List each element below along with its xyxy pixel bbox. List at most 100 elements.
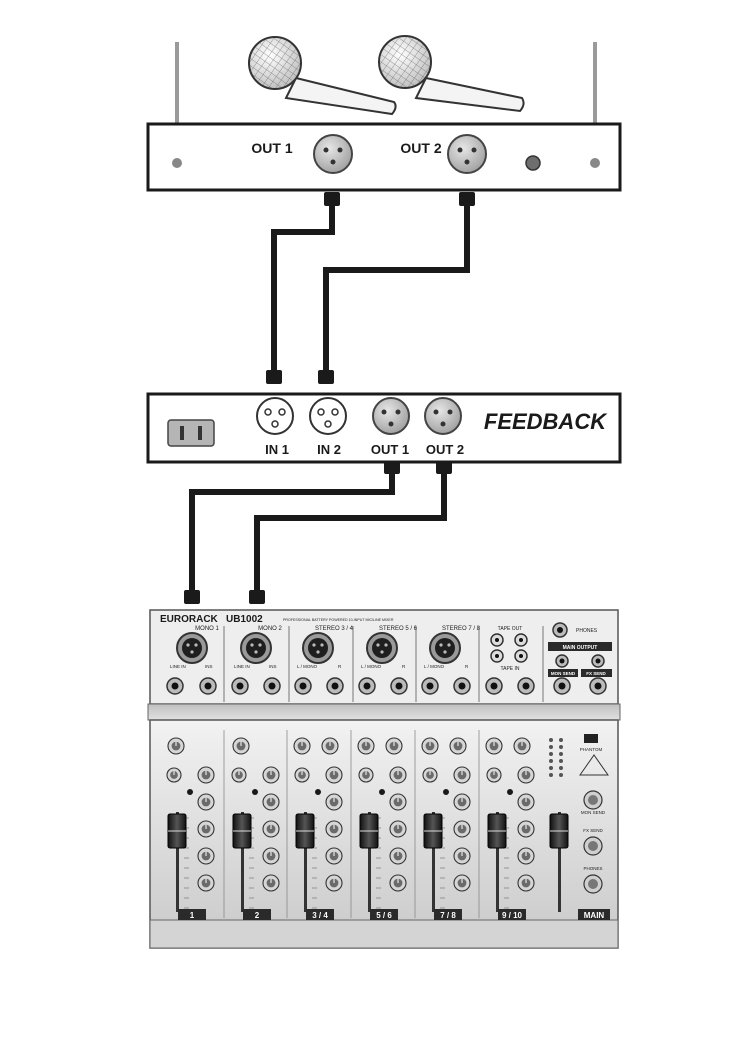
jack[interactable]	[358, 677, 376, 695]
jack[interactable]	[485, 677, 503, 695]
eq-knob-2[interactable]	[389, 793, 407, 811]
eq-knob-4[interactable]	[453, 847, 471, 865]
eq-knob-4[interactable]	[517, 847, 535, 865]
feedback-in1-xlr-jack[interactable]	[256, 397, 294, 435]
mixer-ch7-xlr-jack[interactable]	[429, 632, 461, 664]
jack[interactable]	[553, 677, 571, 695]
eq-knob-5[interactable]	[325, 874, 343, 892]
channel-fader[interactable]	[423, 813, 443, 849]
eq-knob-5[interactable]	[517, 874, 535, 892]
eq-knob-3[interactable]	[197, 820, 215, 838]
eq-knob-4[interactable]	[389, 847, 407, 865]
eq-knob-4[interactable]	[262, 847, 280, 865]
power-socket[interactable]	[167, 419, 215, 447]
line-in-label-1: LINE IN	[170, 664, 186, 669]
eq-knob-4[interactable]	[325, 847, 343, 865]
eq-knob-2[interactable]	[197, 793, 215, 811]
channel-fader[interactable]	[167, 813, 187, 849]
mixer-mono2-xlr-jack[interactable]	[240, 632, 272, 664]
eq-knob-1[interactable]	[325, 766, 343, 784]
mon-send-label: MON SEND	[551, 671, 576, 676]
gain-knob-right[interactable]	[385, 737, 403, 755]
jack[interactable]	[326, 677, 344, 695]
feedback-in2-xlr-jack[interactable]	[309, 397, 347, 435]
jack[interactable]	[231, 677, 249, 695]
mixer-mono1-xlr-jack[interactable]	[176, 632, 208, 664]
eq-knob-4[interactable]	[197, 847, 215, 865]
eq-knob-3[interactable]	[453, 820, 471, 838]
feedback-out2-label: OUT 2	[426, 442, 464, 457]
gain-knob[interactable]	[232, 737, 250, 755]
mixer-model: UB1002	[226, 614, 263, 625]
feedback-out2-xlr-jack[interactable]	[424, 397, 462, 435]
mixer-ch5-xlr-jack[interactable]	[366, 632, 398, 664]
gain-knob-left[interactable]	[485, 737, 503, 755]
jack[interactable]	[589, 677, 607, 695]
phones-knob[interactable]	[583, 874, 603, 894]
gain-knob-right[interactable]	[321, 737, 339, 755]
pan-knob[interactable]	[231, 767, 247, 783]
main-fader[interactable]	[549, 813, 569, 849]
input-label-5: STEREO 7 / 8	[442, 626, 481, 632]
gain-knob-left[interactable]	[357, 737, 375, 755]
microphone-1	[248, 36, 397, 116]
tape-rca-jacks[interactable]	[490, 633, 528, 663]
channel-label: 1	[190, 911, 195, 920]
channel-fader[interactable]	[359, 813, 379, 849]
channel-fader[interactable]	[295, 813, 315, 849]
mixer-subtitle: PROFESSIONAL BATTERY POWERED 10-INPUT MI…	[283, 618, 394, 622]
gain-knob-right[interactable]	[449, 737, 467, 755]
jack[interactable]	[453, 677, 471, 695]
eq-knob-5[interactable]	[389, 874, 407, 892]
mixer-ch3-xlr-jack[interactable]	[302, 632, 334, 664]
jack[interactable]	[390, 677, 408, 695]
pan-knob[interactable]	[422, 767, 438, 783]
fx-send-knob[interactable]	[583, 836, 603, 856]
eq-knob-3[interactable]	[325, 820, 343, 838]
pan-knob[interactable]	[166, 767, 182, 783]
jack[interactable]	[199, 677, 217, 695]
receiver-out1-xlr-jack[interactable]	[313, 134, 353, 174]
pan-knob[interactable]	[486, 767, 502, 783]
main-output-jacks[interactable]	[555, 654, 605, 668]
jack[interactable]	[166, 677, 184, 695]
r-label-7: R	[465, 664, 469, 669]
eq-knob-3[interactable]	[517, 820, 535, 838]
jack[interactable]	[421, 677, 439, 695]
eq-knob-2[interactable]	[517, 793, 535, 811]
eq-knob-3[interactable]	[389, 820, 407, 838]
eq-knob-1[interactable]	[262, 766, 280, 784]
eq-knob-1[interactable]	[389, 766, 407, 784]
jack[interactable]	[294, 677, 312, 695]
gain-knob[interactable]	[167, 737, 185, 755]
eq-knob-2[interactable]	[262, 793, 280, 811]
eq-knob-2[interactable]	[325, 793, 343, 811]
eq-knob-1[interactable]	[453, 766, 471, 784]
eq-knob-5[interactable]	[197, 874, 215, 892]
fader-slot	[241, 812, 244, 912]
gain-knob-left[interactable]	[421, 737, 439, 755]
phones-jack[interactable]	[552, 622, 568, 638]
jack[interactable]	[517, 677, 535, 695]
channel-fader[interactable]	[232, 813, 252, 849]
jack[interactable]	[263, 677, 281, 695]
eq-knob-2[interactable]	[453, 793, 471, 811]
fader-slot	[368, 812, 371, 912]
receiver-out2-xlr-jack[interactable]	[447, 134, 487, 174]
eq-knob-1[interactable]	[197, 766, 215, 784]
receiver-power-jack[interactable]	[525, 155, 541, 171]
eq-knob-5[interactable]	[453, 874, 471, 892]
pan-knob[interactable]	[358, 767, 374, 783]
gain-knob-right[interactable]	[513, 737, 531, 755]
eq-knob-3[interactable]	[262, 820, 280, 838]
eq-knob-1[interactable]	[517, 766, 535, 784]
channel-fader[interactable]	[487, 813, 507, 849]
receiver-out1-label: OUT 1	[251, 140, 292, 156]
channel-label-box	[178, 909, 206, 920]
feedback-out1-xlr-jack[interactable]	[372, 397, 410, 435]
pan-knob[interactable]	[294, 767, 310, 783]
eq-knob-5[interactable]	[262, 874, 280, 892]
mon-send-knob[interactable]	[583, 790, 603, 810]
mic-handle	[414, 76, 525, 113]
gain-knob-left[interactable]	[293, 737, 311, 755]
